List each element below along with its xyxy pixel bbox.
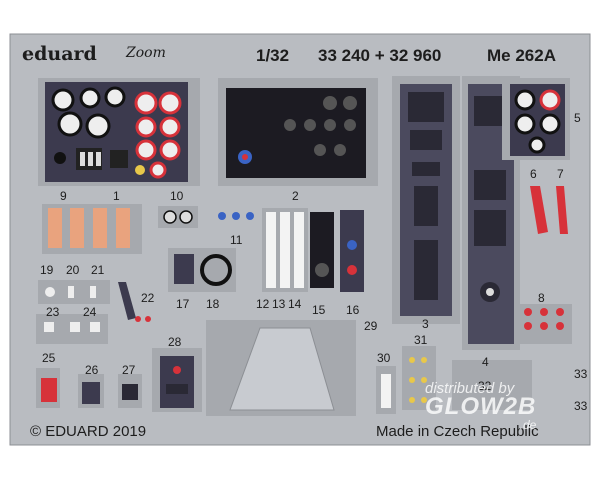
zoom-logo: Zoom xyxy=(126,45,166,61)
watermark-domain: .de xyxy=(519,418,537,432)
part-number: 3 xyxy=(422,317,429,331)
part-number: 21 xyxy=(91,263,105,277)
part-number: 31 xyxy=(414,333,428,347)
part-number: 17 xyxy=(176,297,190,311)
part-number: 33 xyxy=(574,399,588,413)
part-number: 16 xyxy=(346,303,360,317)
copyright-text: © EDUARD 2019 xyxy=(30,423,147,440)
part-31-buttons xyxy=(402,346,436,410)
part-7-strip xyxy=(556,186,568,234)
part-number: 27 xyxy=(122,363,136,377)
part-8-knobs xyxy=(520,304,572,344)
part-30 xyxy=(376,366,396,414)
parts-12-14-strips xyxy=(262,208,308,292)
part-number: 29 xyxy=(364,319,378,333)
parts-19-21 xyxy=(38,280,110,304)
part-number: 5 xyxy=(574,111,581,125)
part-9-harness-pads xyxy=(42,204,142,254)
part-number: 28 xyxy=(168,335,182,349)
part-18-ring xyxy=(196,248,236,292)
part-17 xyxy=(168,248,200,292)
distributor-watermark: distributed by GLOW2B .de xyxy=(425,380,536,434)
part-number: 33 xyxy=(574,367,588,381)
part-25-placard xyxy=(36,368,60,408)
part-number: 26 xyxy=(85,363,99,377)
part-15-dial xyxy=(310,212,334,288)
part-number: 32 xyxy=(478,379,492,393)
part-number: 15 xyxy=(312,303,326,317)
part-28 xyxy=(152,348,202,412)
part-number: 30 xyxy=(377,351,391,365)
part-5-gauge-cluster xyxy=(502,78,570,160)
parts-23-24 xyxy=(36,314,108,344)
part-number: 18 xyxy=(206,297,220,311)
part-number: 10 xyxy=(170,189,184,203)
part-6-strip xyxy=(530,186,548,234)
part-number: 25 xyxy=(42,351,56,365)
part-number: 9 xyxy=(60,189,67,203)
watermark-line: distributed by xyxy=(425,380,515,397)
part-number: 22 xyxy=(141,291,155,305)
part-29-tray xyxy=(206,320,356,416)
model-name: Me 262A xyxy=(487,46,556,65)
part-3-side-panel xyxy=(392,76,460,324)
part-number: 1 xyxy=(113,189,120,203)
part-32 xyxy=(452,360,532,410)
part-number: 4 xyxy=(482,355,489,369)
part-number: 24 xyxy=(83,305,97,319)
part-number: 14 xyxy=(288,297,302,311)
part-number: 2 xyxy=(292,189,299,203)
part-10 xyxy=(158,206,198,228)
part-number: 8 xyxy=(538,291,545,305)
part-number: 11 xyxy=(230,233,243,247)
scale-label: 1/32 xyxy=(256,46,290,65)
brand-logo: eduard xyxy=(22,43,97,65)
part-2-panel xyxy=(218,78,378,186)
part-22-lever xyxy=(118,282,151,322)
part-16-panel xyxy=(340,210,364,292)
origin-text: Made in Czech Republic xyxy=(376,423,539,440)
part-number: 20 xyxy=(66,263,80,277)
part-11-blue-dots xyxy=(218,212,254,220)
part-number: 23 xyxy=(46,305,60,319)
part-number: 12 xyxy=(256,297,270,311)
part-number: 6 xyxy=(530,167,537,181)
part-number: 13 xyxy=(272,297,286,311)
part-26 xyxy=(78,374,104,408)
part-number: 7 xyxy=(557,167,564,181)
part-1-instrument-panel xyxy=(38,78,200,186)
part-number: 19 xyxy=(40,263,54,277)
kit-numbers: 33 240 + 32 960 xyxy=(318,46,442,65)
watermark-brand: GLOW2B xyxy=(425,393,537,420)
part-27 xyxy=(118,374,142,408)
